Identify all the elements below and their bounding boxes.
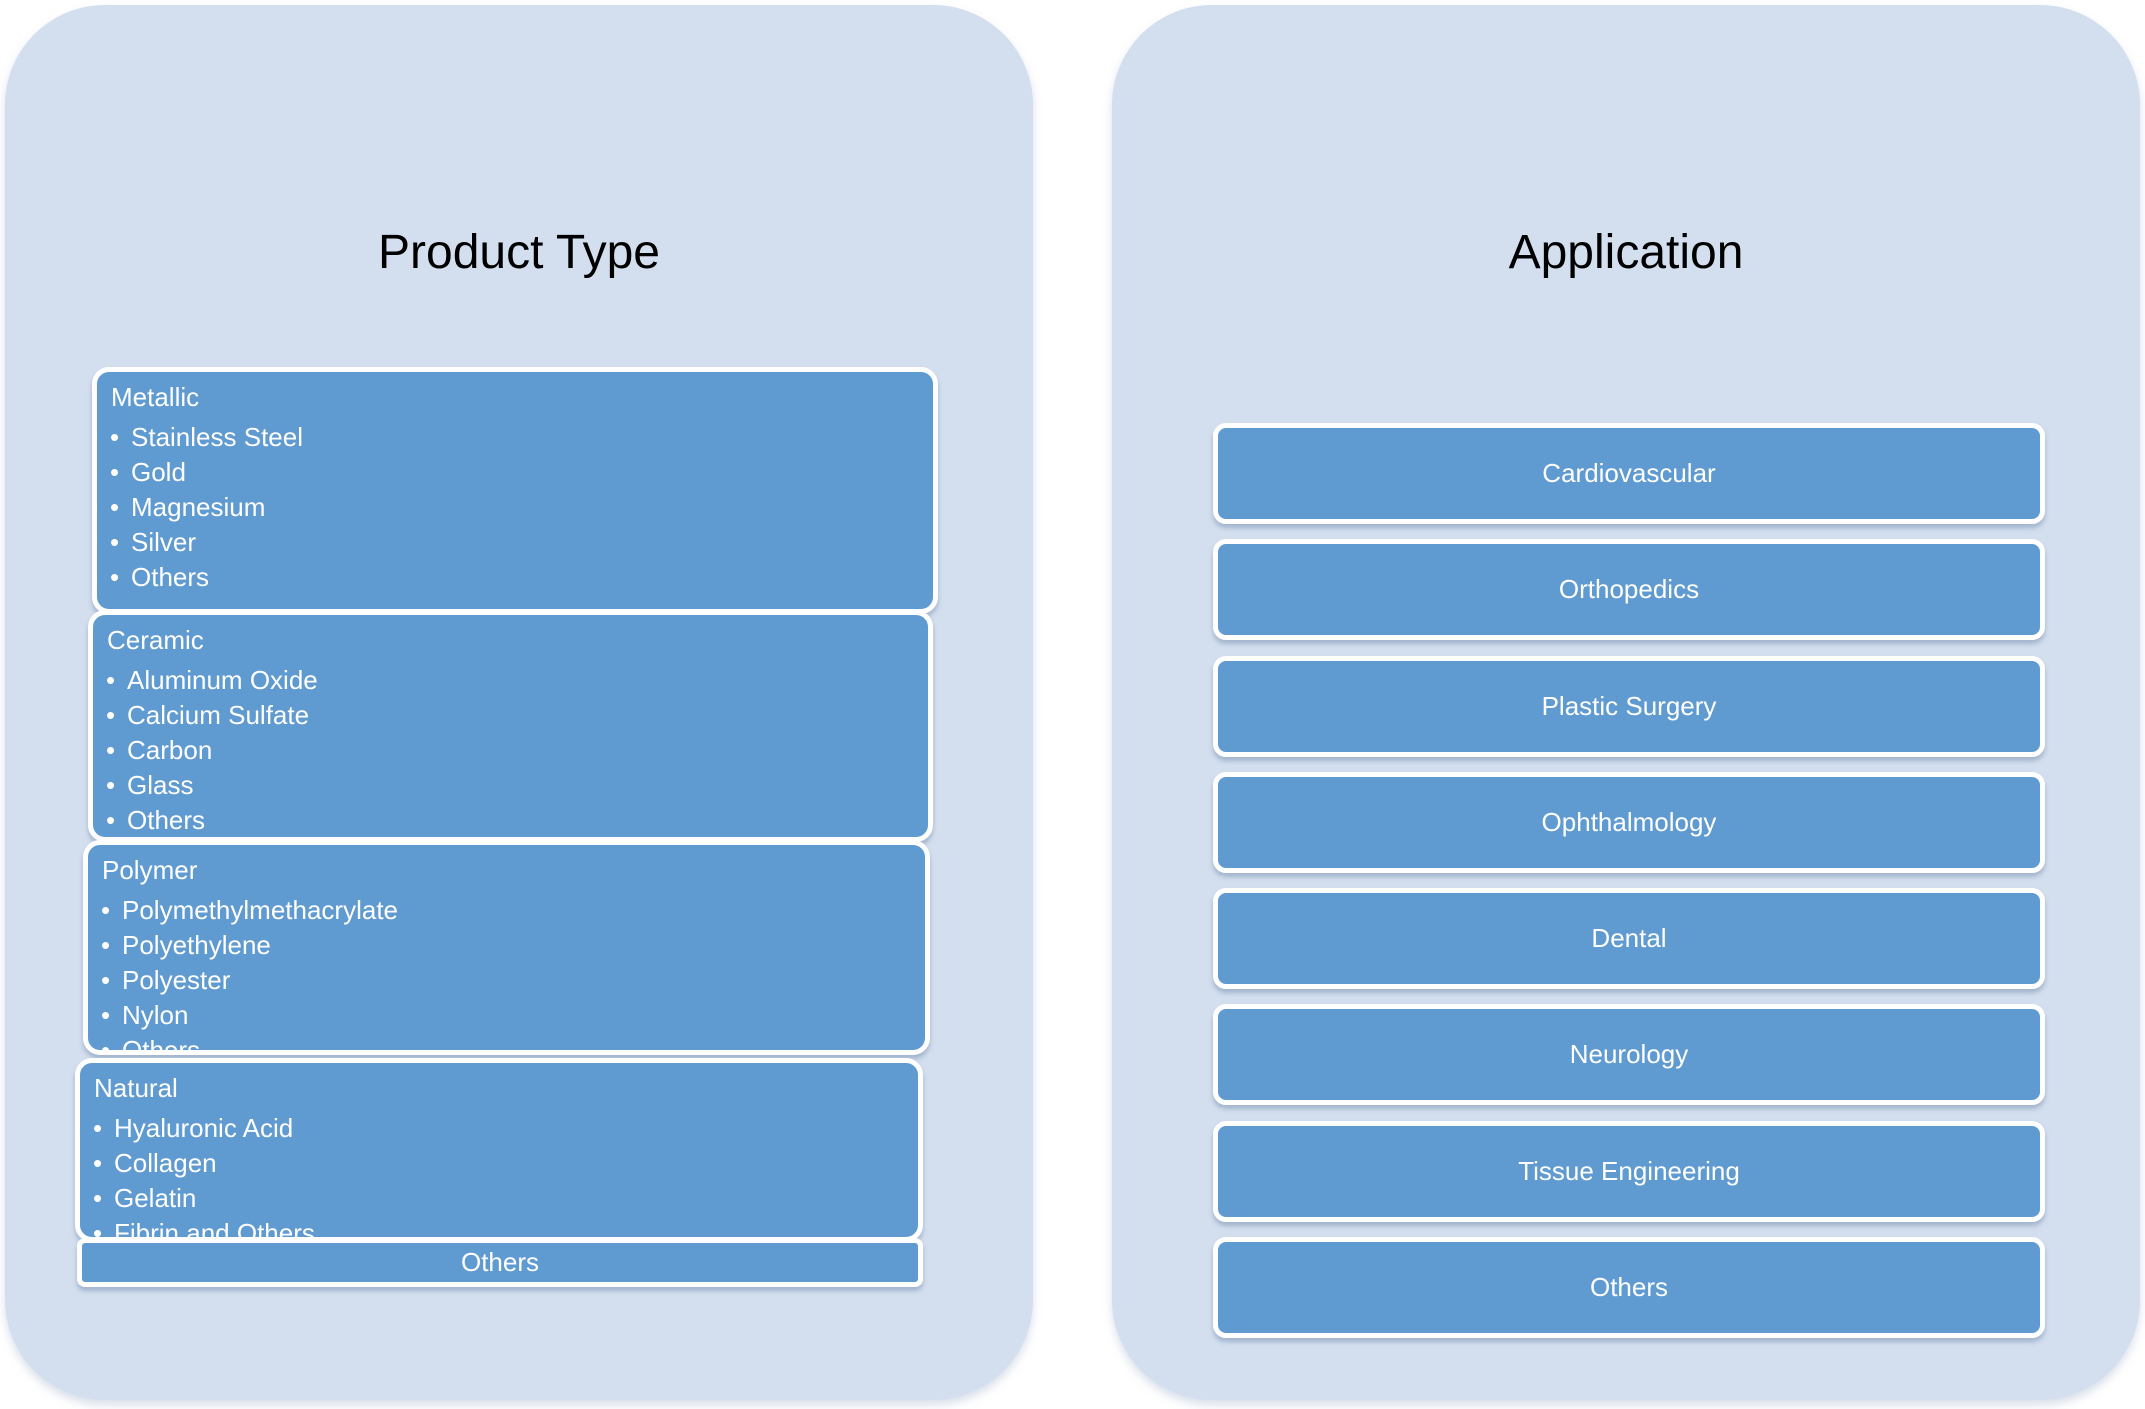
group-header: Metallic: [111, 382, 200, 412]
list-item: Silver: [110, 525, 933, 560]
group-item-list: Polymethylmethacrylate Polyethylene Poly…: [88, 893, 925, 1050]
application-box-plastic-surgery: Plastic Surgery: [1213, 656, 2045, 757]
application-box-tissue-engineering: Tissue Engineering: [1213, 1121, 2045, 1222]
group-box-polymer: Polymer Polymethylmethacrylate Polyethyl…: [83, 840, 930, 1055]
group-box-metallic: Metallic Stainless Steel Gold Magnesium …: [92, 367, 938, 614]
application-box-ophthalmology: Ophthalmology: [1213, 772, 2045, 873]
list-item: Polyethylene: [101, 928, 925, 963]
group-header: Polymer: [102, 855, 198, 885]
list-item: Carbon: [106, 733, 928, 768]
list-item: Others: [106, 803, 928, 837]
list-item: Polyester: [101, 963, 925, 998]
list-item: Stainless Steel: [110, 420, 933, 455]
list-item: Collagen: [93, 1146, 918, 1181]
list-item: Others: [110, 560, 933, 595]
product-type-others-bar: Others: [77, 1238, 923, 1287]
application-panel: Application Cardiovascular Orthopedics P…: [1112, 5, 2140, 1400]
application-box-orthopedics: Orthopedics: [1213, 539, 2045, 640]
list-item: Hyaluronic Acid: [93, 1111, 918, 1146]
application-box-dental: Dental: [1213, 888, 2045, 989]
application-box-cardiovascular: Cardiovascular: [1213, 423, 2045, 524]
group-item-list: Aluminum Oxide Calcium Sulfate Carbon Gl…: [93, 663, 928, 837]
group-header: Ceramic: [107, 625, 204, 655]
list-item: Gold: [110, 455, 933, 490]
list-item: Others: [101, 1033, 925, 1050]
group-header: Natural: [94, 1073, 178, 1103]
product-type-panel: Product Type Metallic Stainless Steel Go…: [5, 5, 1033, 1400]
list-item: Polymethylmethacrylate: [101, 893, 925, 928]
application-title: Application: [1508, 225, 1744, 279]
list-item: Magnesium: [110, 490, 933, 525]
group-item-list: Hyaluronic Acid Collagen Gelatin Fibrin …: [80, 1111, 918, 1237]
list-item: Nylon: [101, 998, 925, 1033]
list-item: Calcium Sulfate: [106, 698, 928, 733]
list-item: Glass: [106, 768, 928, 803]
application-box-others: Others: [1213, 1237, 2045, 1338]
product-type-title: Product Type: [378, 225, 660, 279]
list-item: Fibrin and Others: [93, 1216, 918, 1237]
group-item-list: Stainless Steel Gold Magnesium Silver Ot…: [97, 420, 933, 595]
application-box-neurology: Neurology: [1213, 1004, 2045, 1105]
list-item: Gelatin: [93, 1181, 918, 1216]
group-box-natural: Natural Hyaluronic Acid Collagen Gelatin…: [75, 1058, 923, 1242]
list-item: Aluminum Oxide: [106, 663, 928, 698]
group-box-ceramic: Ceramic Aluminum Oxide Calcium Sulfate C…: [88, 610, 933, 842]
